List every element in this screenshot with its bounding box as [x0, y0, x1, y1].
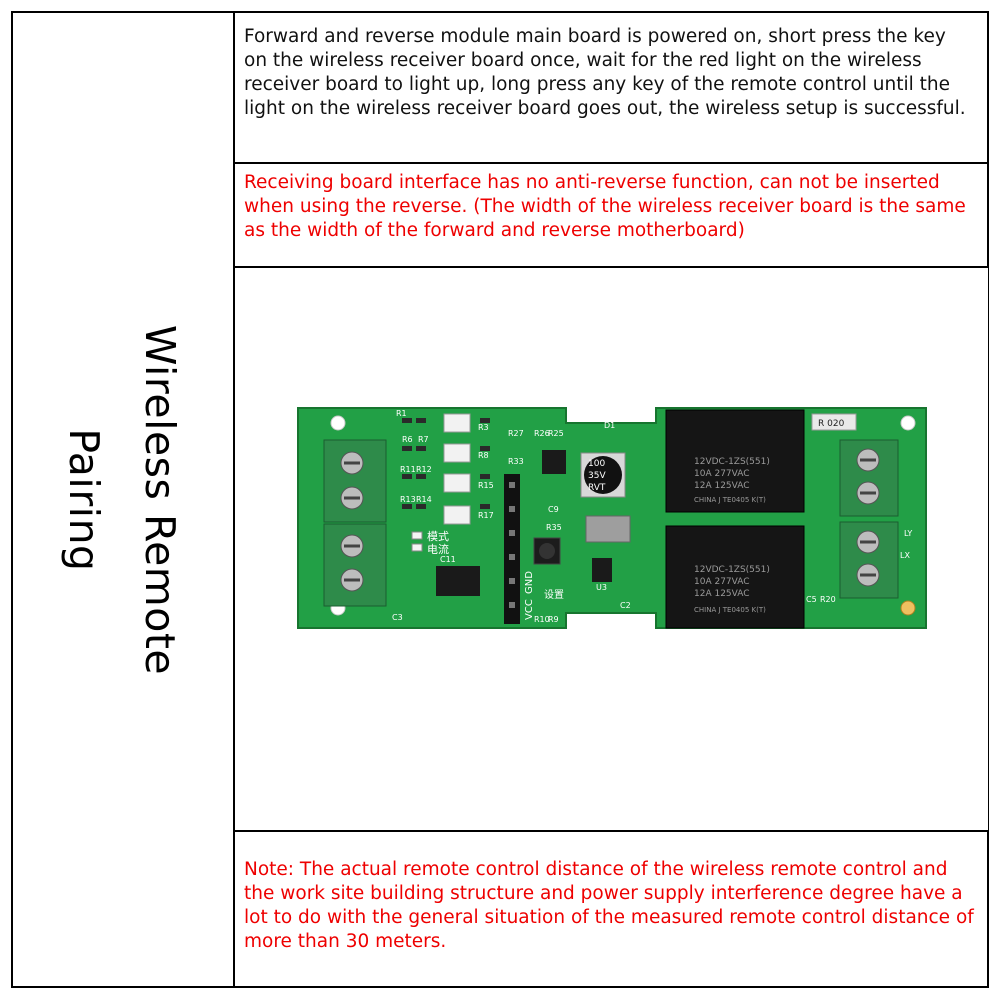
column-divider — [233, 11, 235, 988]
regulator-u3 — [592, 558, 612, 582]
crystal — [585, 515, 631, 543]
svg-text:12VDC-1ZS(551): 12VDC-1ZS(551) — [694, 457, 770, 467]
svg-text:10A 277VAC: 10A 277VAC — [694, 577, 750, 587]
svg-text:12VDC-1ZS(551): 12VDC-1ZS(551) — [694, 565, 770, 575]
svg-text:R27: R27 — [508, 429, 524, 438]
svg-text:R14: R14 — [416, 495, 432, 504]
svg-text:CHINA J TE0405 K(T): CHINA J TE0405 K(T) — [694, 606, 766, 614]
electrolytic-capacitor: 100 35V RVT — [580, 452, 626, 498]
pin-label-vcc: VCC — [524, 599, 535, 620]
svg-text:R20: R20 — [820, 595, 836, 604]
relay-top: 12VDC-1ZS(551) 10A 277VAC 12A 125VAC CHI… — [665, 409, 805, 513]
svg-text:R26: R26 — [534, 429, 550, 438]
relay-bottom: 12VDC-1ZS(551) 10A 277VAC 12A 125VAC CHI… — [665, 525, 805, 629]
svg-text:R3: R3 — [478, 423, 489, 432]
svg-text:12A 125VAC: 12A 125VAC — [694, 589, 750, 599]
pin-label-gnd: GND — [524, 571, 535, 594]
svg-text:R9: R9 — [548, 615, 559, 624]
svg-text:R33: R33 — [508, 457, 524, 466]
svg-text:R10: R10 — [534, 615, 550, 624]
svg-text:R17: R17 — [478, 511, 494, 520]
cap-value: 100 — [588, 459, 605, 469]
row-divider-1 — [233, 162, 989, 164]
row-divider-3 — [233, 830, 989, 832]
pcb-illustration: 模式 电流 VCC GND 100 35V RVT 设置 12VDC — [297, 407, 927, 629]
mode-label: 模式 — [427, 530, 449, 543]
svg-text:10A 277VAC: 10A 277VAC — [694, 469, 750, 479]
right-terminal-top — [839, 439, 899, 517]
svg-text:R6: R6 — [402, 435, 413, 444]
setup-button — [533, 537, 561, 565]
mounting-hole — [900, 600, 916, 616]
svg-text:C3: C3 — [392, 613, 403, 622]
svg-text:R25: R25 — [548, 429, 564, 438]
svg-text:R35: R35 — [546, 523, 562, 532]
shunt-label: R 020 — [818, 419, 845, 429]
mounting-hole — [330, 415, 346, 431]
svg-text:12A 125VAC: 12A 125VAC — [694, 481, 750, 491]
shunt-resistor — [811, 413, 857, 431]
svg-text:LY: LY — [904, 529, 912, 538]
board-photo: 模式 电流 VCC GND 100 35V RVT 设置 12VDC — [236, 268, 988, 830]
transistor — [542, 450, 566, 474]
row-divider-2 — [233, 266, 989, 268]
svg-text:R11: R11 — [400, 465, 416, 474]
current-label: 电流 — [427, 542, 449, 556]
silkscreen-labels: R1 R3 R6 R7 R8 R11 R12 R13 R14 R15 R17 R… — [392, 409, 912, 624]
svg-text:LX: LX — [900, 551, 910, 560]
current-led — [411, 543, 423, 552]
side-title: Wireless Remote Pairing — [60, 324, 184, 675]
svg-text:C9: C9 — [548, 505, 559, 514]
svg-text:D1: D1 — [604, 421, 615, 430]
pin-header — [504, 474, 520, 624]
svg-text:R13: R13 — [400, 495, 416, 504]
svg-text:CHINA J TE0405 K(T): CHINA J TE0405 K(T) — [694, 496, 766, 504]
mounting-hole — [900, 415, 916, 431]
svg-text:U3: U3 — [596, 583, 607, 592]
table-frame — [11, 11, 989, 988]
svg-text:R7: R7 — [418, 435, 429, 444]
left-terminal-bottom — [323, 523, 387, 607]
pairing-instructions: Forward and reverse module main board is… — [244, 26, 966, 119]
svg-text:C5: C5 — [806, 595, 817, 604]
mode-led — [411, 531, 423, 540]
distance-note: Note: The actual remote control distance… — [244, 859, 974, 952]
svg-text:R12: R12 — [416, 465, 432, 474]
smd-resistors — [402, 418, 490, 509]
svg-text:R15: R15 — [478, 481, 494, 490]
side-title-cell: Wireless Remote Pairing — [11, 11, 233, 988]
svg-text:C11: C11 — [440, 555, 456, 564]
svg-text:C2: C2 — [620, 601, 631, 610]
left-terminal-top — [323, 439, 387, 523]
optocoupler-row — [443, 413, 471, 525]
interface-warning: Receiving board interface has no anti-re… — [244, 172, 966, 241]
right-terminal-bottom — [839, 521, 899, 599]
cap-series: RVT — [588, 483, 606, 493]
setup-label: 设置 — [544, 589, 564, 601]
control-ic — [436, 566, 480, 596]
svg-text:R8: R8 — [478, 451, 489, 460]
svg-text:R1: R1 — [396, 409, 407, 418]
cap-voltage: 35V — [588, 471, 606, 481]
